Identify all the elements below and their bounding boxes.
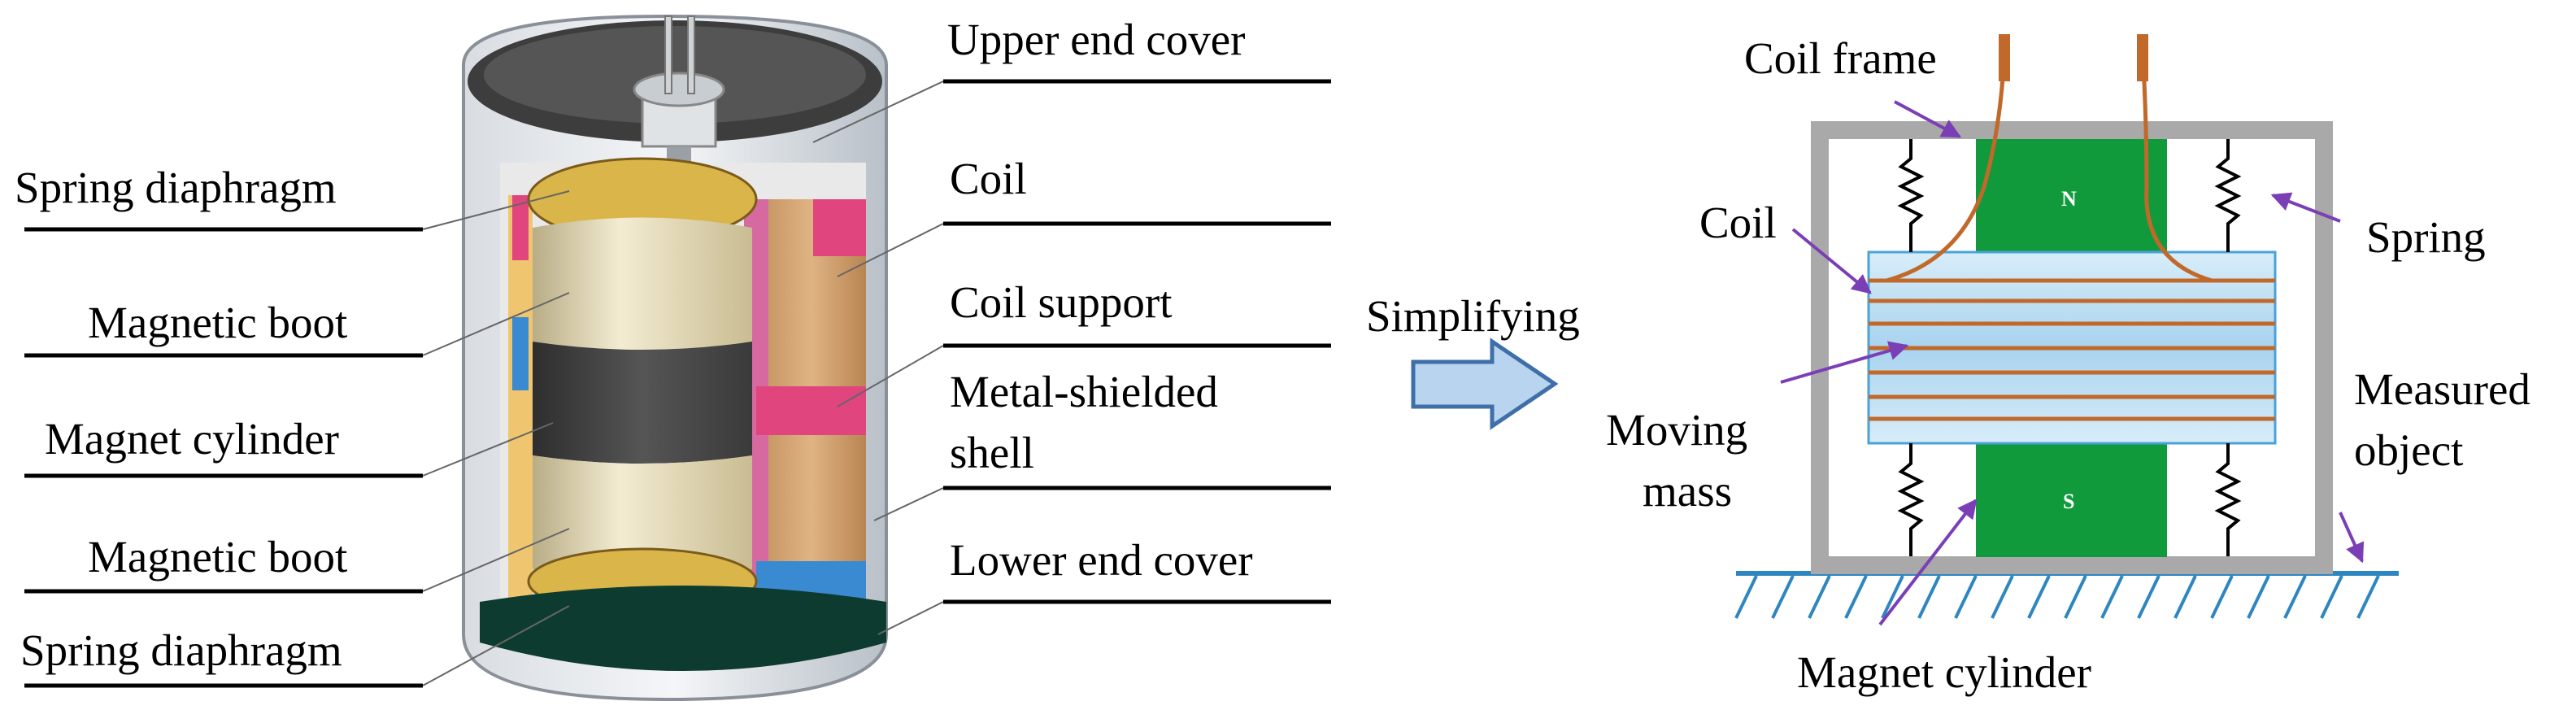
coil-band-top (813, 199, 866, 256)
label-magnetic-boot-top: Magnetic boot (88, 298, 347, 347)
label-moving-mass-line1: Moving (1606, 405, 1747, 455)
magnet-n (1976, 139, 2167, 253)
label-magnet-cylinder: Magnet cylinder (45, 414, 339, 464)
coil-frame (1811, 121, 2333, 574)
label-coil: Coil (950, 154, 1027, 203)
label-magnetic-boot-bottom: Magnetic boot (88, 532, 347, 581)
spring-top-left (1897, 139, 1925, 252)
pointers (1780, 100, 2365, 626)
pin-right (687, 15, 695, 94)
label-coil-frame: Coil frame (1744, 33, 1937, 83)
label-coil-support: Coil support (950, 277, 1173, 327)
magnet-cylinder-part (533, 342, 752, 464)
pole-s-label: S (2063, 490, 2074, 513)
coil-terminal-right (2137, 34, 2148, 81)
coil-windings (1869, 278, 2275, 421)
label-metal-shielded-line2: shell (950, 428, 1034, 477)
pointer-coil (1791, 228, 1872, 294)
left-strip (508, 195, 533, 602)
label-spring: Spring (2366, 212, 2486, 262)
right-label-group: Upper end cover Coil Coil support Metal-… (943, 15, 1331, 604)
pointer-spring (2270, 192, 2341, 223)
left-label-group: Spring diaphragm Magnetic boot Magnet cy… (15, 163, 423, 688)
coil-lead-right (2140, 48, 2213, 283)
right-leaders (812, 81, 944, 635)
springs (1897, 139, 2242, 556)
pointer-coil-frame (1894, 100, 1962, 138)
label-measured-object-line2: object (2354, 425, 2463, 475)
sensor-cutaway (462, 14, 888, 702)
spring-top-right (2214, 139, 2242, 252)
left-strip-pink (512, 195, 529, 260)
coil-band-mid (756, 386, 866, 435)
label-model-magnet-cylinder: Magnet cylinder (1797, 647, 2091, 697)
pole-n-label: N (2061, 187, 2077, 211)
ground-hatching (1734, 575, 2380, 619)
label-upper-end-cover: Upper end cover (947, 15, 1246, 64)
label-spring-diaphragm-bottom: Spring diaphragm (20, 625, 342, 675)
label-model-coil: Coil (1699, 198, 1777, 247)
lower-end-cover (480, 586, 886, 671)
pin-left (664, 15, 672, 94)
left-strip-blue (512, 317, 529, 390)
pointer-measured-object (2339, 512, 2365, 564)
pointer-magnet-cylinder (1878, 499, 1978, 626)
simplified-model: N S (1606, 33, 2530, 697)
coil-terminal-left (1999, 34, 2010, 81)
spring-bottom-right (2214, 443, 2242, 556)
label-lower-end-cover: Lower end cover (950, 535, 1253, 585)
pointer-moving-mass (1780, 341, 1909, 384)
magnet-s (1976, 443, 2167, 557)
magnetic-boot-top (533, 217, 752, 350)
left-leaders (422, 190, 570, 686)
label-simplifying: Simplifying (1366, 291, 1580, 341)
spring-bottom-left (1897, 443, 1925, 556)
label-moving-mass-line2: mass (1643, 466, 1732, 516)
magnetic-boot-bottom (533, 455, 752, 577)
coil-lead-left (1886, 48, 2007, 283)
connector-top (633, 72, 725, 107)
label-measured-object-line1: Measured (2354, 364, 2530, 414)
label-spring-diaphragm-top: Spring diaphragm (15, 163, 337, 212)
simplifying-arrow (1411, 338, 1559, 430)
label-metal-shielded-line1: Metal-shielded (950, 367, 1218, 416)
